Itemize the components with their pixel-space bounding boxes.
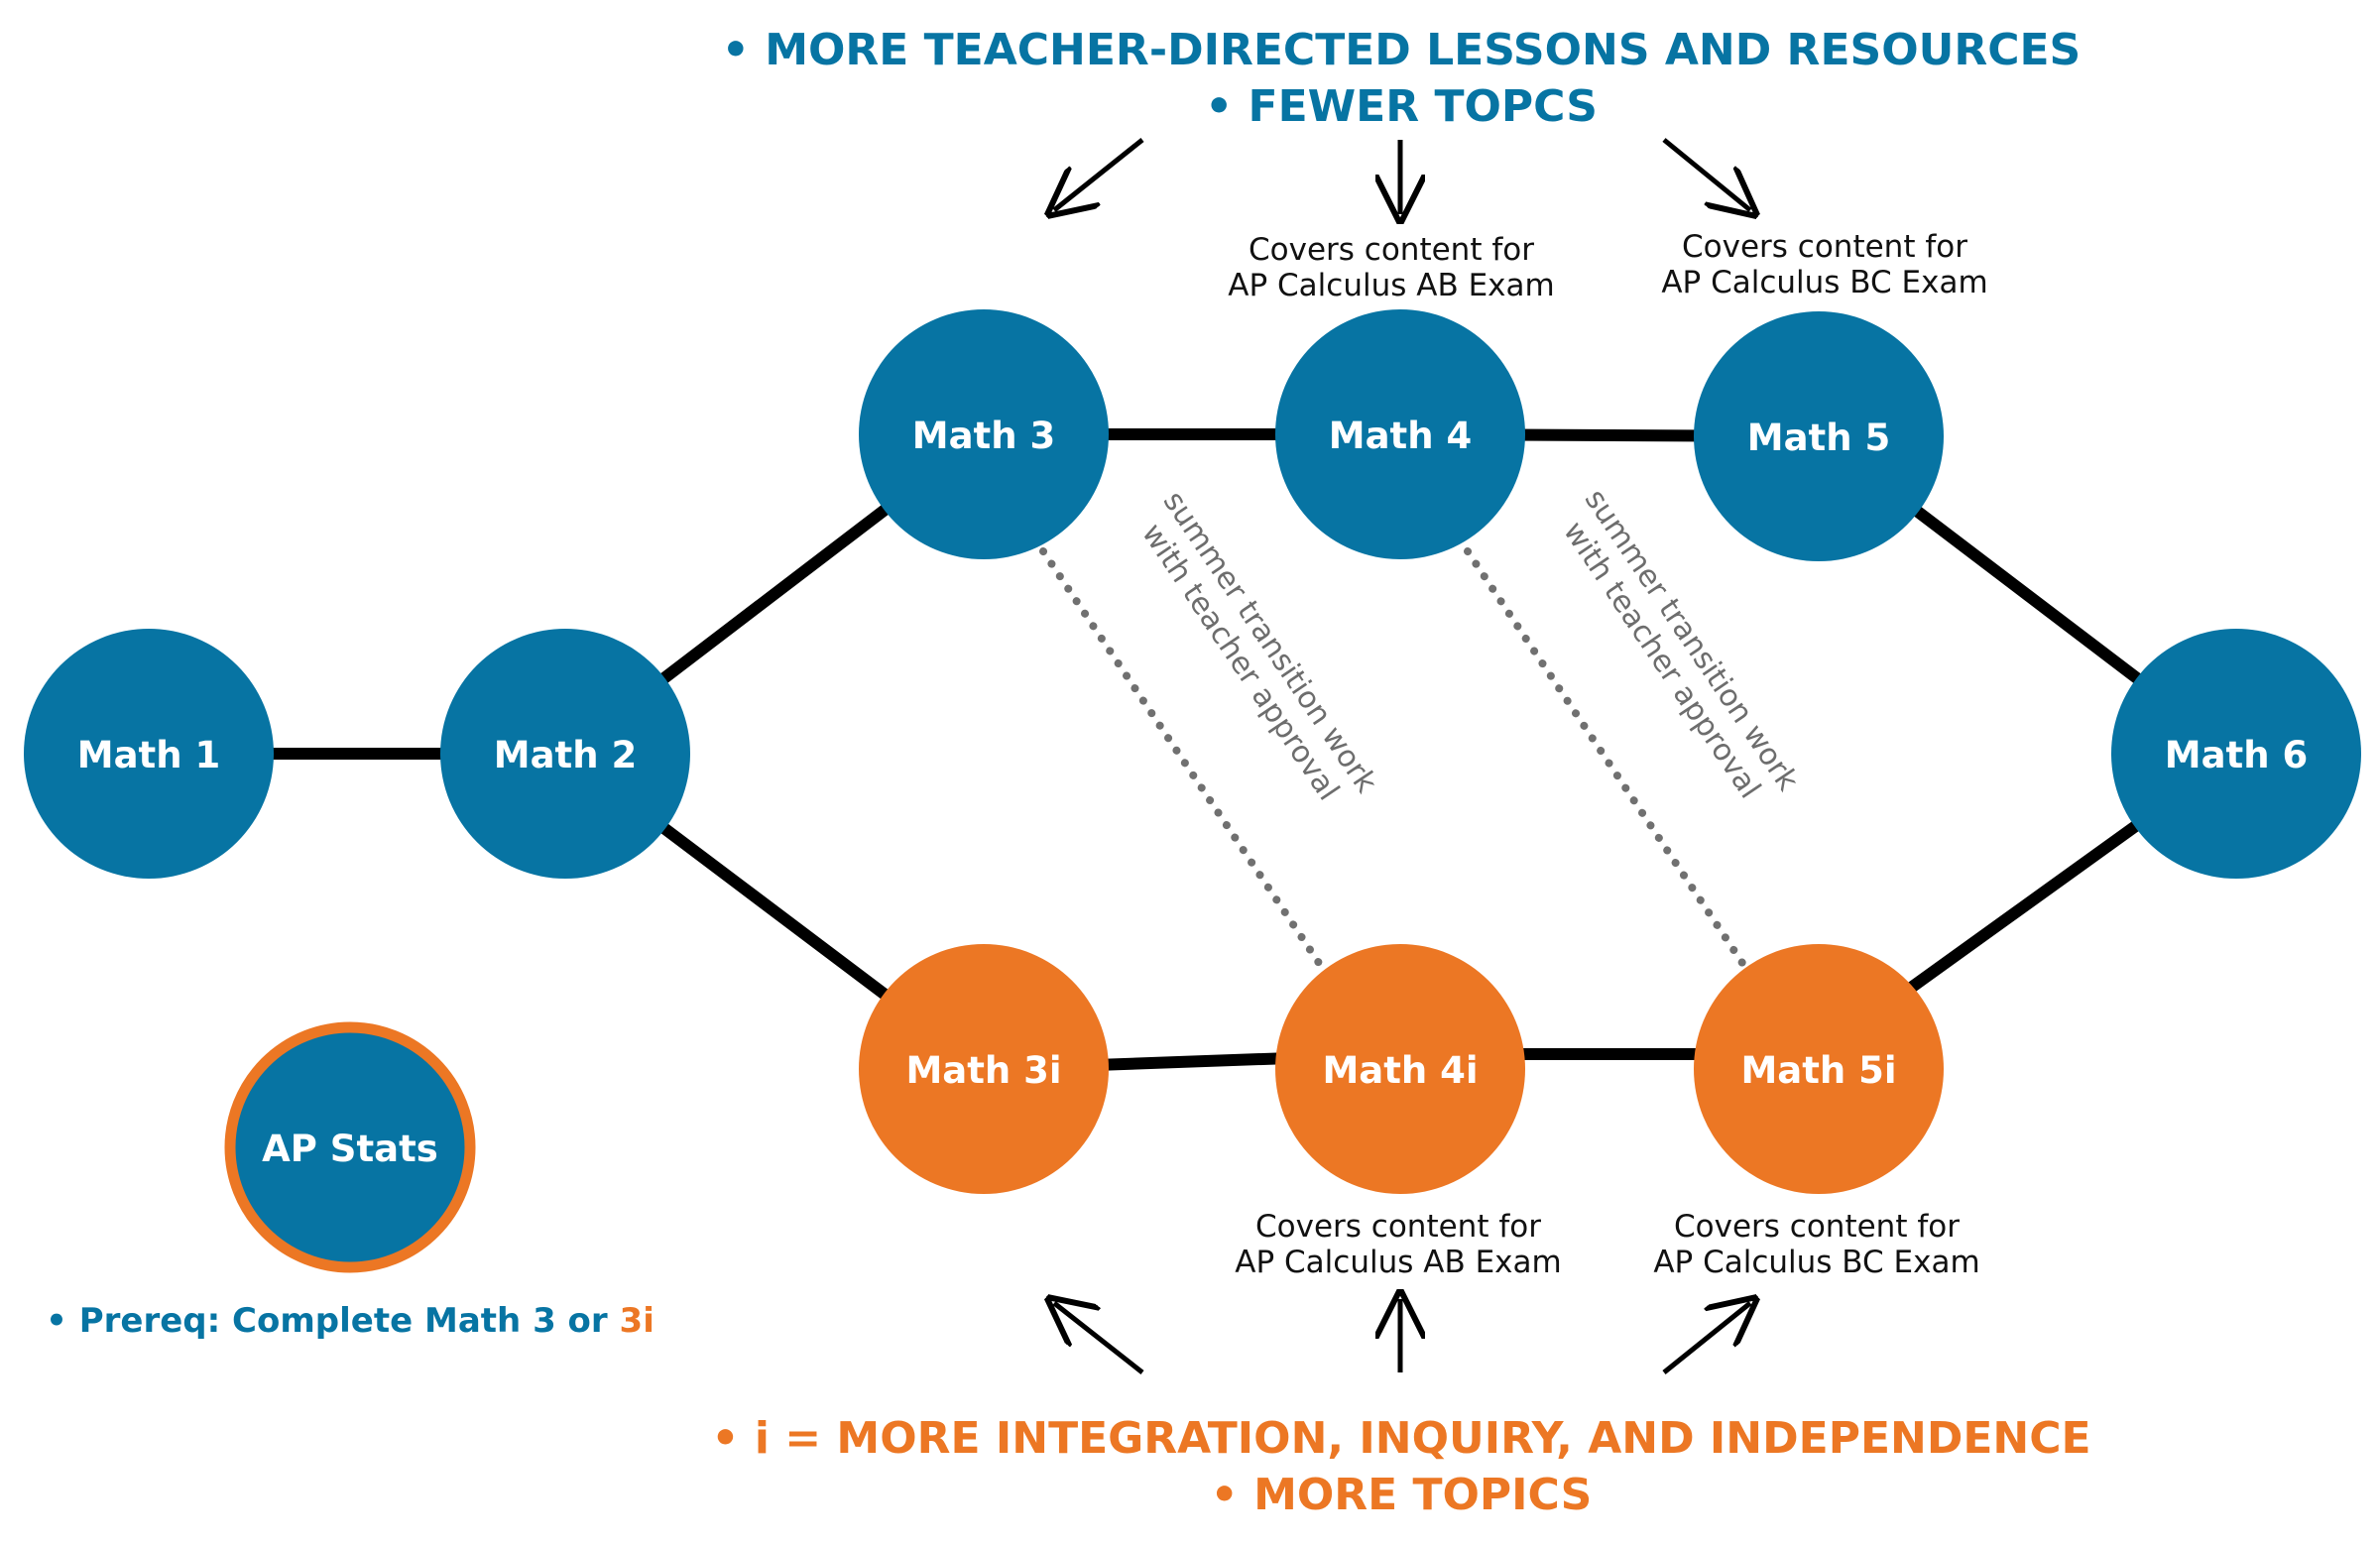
callout-math5i-line1: Covers content for [1674, 1209, 1960, 1245]
transition-1-line2: with teacher approval [1134, 518, 1346, 807]
callout-math4-line2: AP Calculus AB Exam [1228, 268, 1554, 303]
callout-math4i-line1: Covers content for [1255, 1209, 1541, 1245]
node-math2-label: Math 2 [494, 734, 637, 776]
bottom-banner-line1: • i = MORE INTEGRATION, INQUIRY, AND IND… [711, 1413, 2090, 1464]
bottom-banner-line2: • MORE TOPICS [1211, 1470, 1593, 1520]
node-ap-stats-label: AP Stats [262, 1128, 438, 1170]
prereq-prefix: • Prereq: Complete Math 3 or [46, 1301, 619, 1341]
node-math4-label: Math 4 [1329, 415, 1472, 457]
callout-math5i-line2: AP Calculus BC Exam [1653, 1245, 1979, 1280]
top-banner-line1: • MORE TEACHER-DIRECTED LESSONS AND RESO… [722, 25, 2082, 75]
node-math3i-label: Math 3i [905, 1049, 1061, 1092]
top-arrow-right-icon [1662, 138, 1750, 210]
transition-2-line2: with teacher approval [1556, 516, 1767, 805]
node-math3: Math 3 [859, 309, 1109, 559]
callout-math4-line1: Covers content for [1249, 232, 1534, 268]
node-math4: Math 4 [1275, 309, 1525, 559]
bottom-arrow-left-icon [1054, 1303, 1144, 1374]
node-math5i: Math 5i [1694, 944, 1944, 1194]
bottom-arrows [1054, 1299, 1750, 1374]
node-math1: Math 1 [24, 629, 274, 879]
node-math5-label: Math 5 [1747, 416, 1890, 459]
callout-math4i-line2: AP Calculus AB Exam [1235, 1245, 1561, 1280]
callout-math5-line2: AP Calculus BC Exam [1661, 265, 1987, 300]
node-math4i: Math 4i [1275, 944, 1525, 1194]
prereq-text: • Prereq: Complete Math 3 or 3i [46, 1301, 654, 1341]
node-math2: Math 2 [440, 629, 690, 879]
callout-math5-line1: Covers content for [1682, 229, 1967, 265]
transition-dotted-line-1 [1039, 547, 1331, 979]
bottom-arrow-right-icon [1662, 1303, 1750, 1374]
node-math5i-label: Math 5i [1740, 1049, 1896, 1092]
node-math1-label: Math 1 [77, 734, 220, 776]
top-arrows [1054, 138, 1750, 214]
top-arrow-left-icon [1054, 138, 1144, 210]
node-math4i-label: Math 4i [1322, 1049, 1478, 1092]
node-math3i: Math 3i [859, 944, 1109, 1194]
node-math3-label: Math 3 [912, 415, 1055, 457]
prereq-highlight: 3i [620, 1301, 654, 1341]
node-ap-stats: AP Stats [224, 1021, 476, 1273]
node-math5: Math 5 [1694, 311, 1944, 561]
top-banner-line2: • FEWER TOPCS [1205, 81, 1598, 132]
node-math6: Math 6 [2111, 629, 2361, 879]
node-math6-label: Math 6 [2165, 734, 2308, 776]
transition-dotted-line-2 [1464, 547, 1754, 979]
